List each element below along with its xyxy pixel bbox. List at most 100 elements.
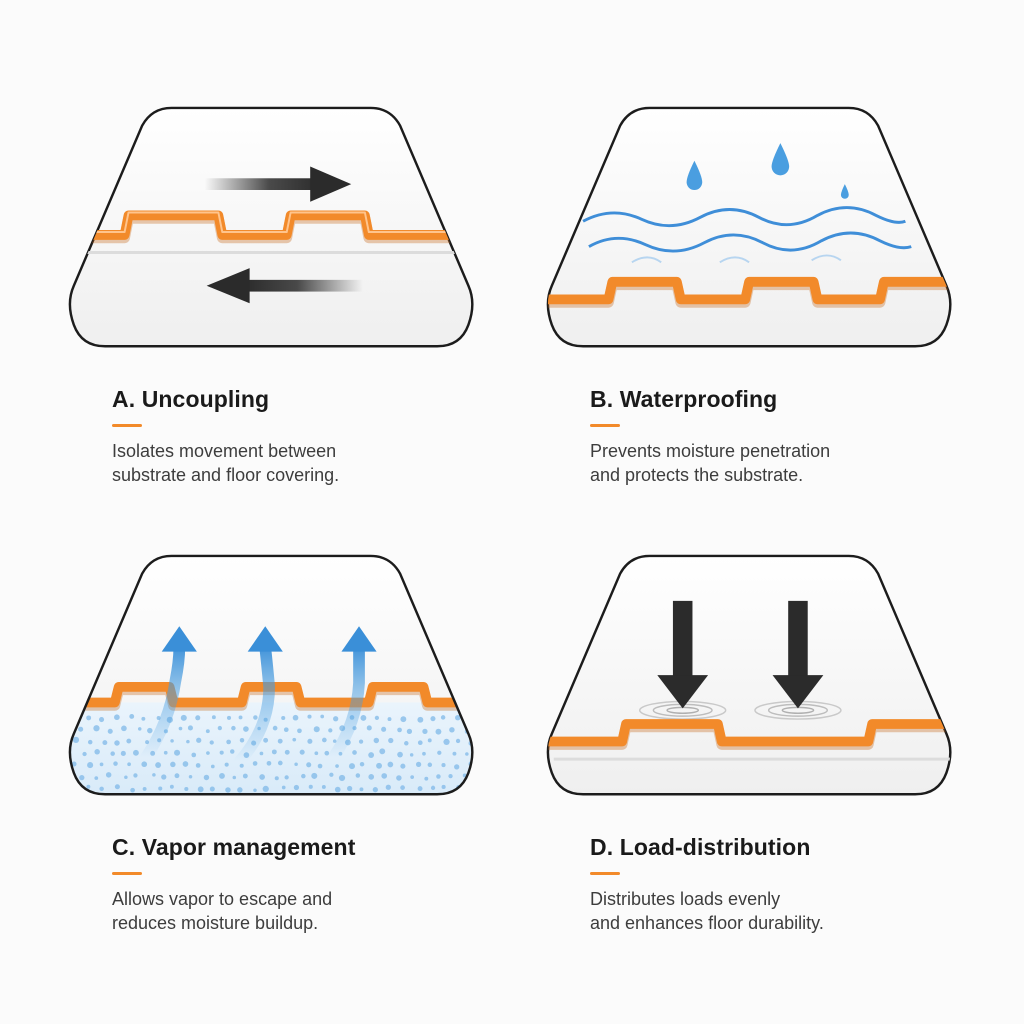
substrate-dot — [443, 738, 450, 746]
substrate-dot — [441, 763, 446, 768]
substrate-dot — [113, 761, 118, 766]
substrate-dot — [441, 784, 446, 790]
substrate-dot — [195, 715, 201, 721]
substrate-dot — [133, 749, 139, 756]
substrate-dot — [219, 772, 225, 779]
substrate-dot — [141, 716, 146, 721]
substrate-dot — [283, 727, 289, 733]
waterproofing-icon — [546, 106, 952, 348]
substrate-dot — [415, 761, 422, 768]
substrate-dot — [292, 737, 297, 742]
panel-uncoupling: A. Uncoupling Isolates movement between … — [66, 102, 486, 487]
substrate-dot — [126, 738, 132, 744]
substrate-dot — [211, 715, 216, 720]
substrate-dot — [358, 739, 364, 744]
substrate-dot — [180, 714, 187, 721]
substrate-dot — [197, 786, 204, 793]
load-arrow-icon — [657, 600, 709, 709]
load-arrow-icon — [772, 600, 824, 709]
substrate-dot — [308, 784, 313, 789]
substrate-dot — [238, 715, 243, 720]
substrate-dot — [381, 773, 388, 779]
panel-load-distribution: D. Load-distribution Distributes loads e… — [544, 550, 964, 935]
substrate-dot — [105, 772, 112, 778]
substrate-dot — [372, 787, 378, 793]
substrate-dot — [417, 786, 423, 792]
substrate-dot — [424, 776, 429, 781]
substrate-dot — [99, 762, 104, 767]
substrate-dot — [210, 764, 215, 769]
substrate-dot — [205, 729, 210, 734]
substrate-dot — [259, 751, 264, 756]
substrate-dot — [130, 787, 135, 793]
substrate-dot — [449, 727, 455, 733]
substrate-dot — [448, 773, 453, 779]
substrate-dot — [79, 774, 85, 781]
substrate-dot — [400, 763, 406, 769]
substrate-dot — [410, 775, 415, 779]
substrate-dot — [226, 739, 231, 745]
substrate-dot — [317, 763, 323, 769]
substrate-dot — [281, 785, 286, 790]
substrate-dot — [454, 764, 460, 770]
substrate-dot — [114, 714, 120, 721]
substrate-dot — [436, 774, 441, 779]
substrate-dot — [110, 751, 115, 756]
accent-rule — [590, 872, 620, 875]
substrate-dot — [71, 761, 77, 767]
substrate-dot — [406, 728, 413, 735]
substrate-dot — [409, 753, 414, 757]
substrate-dot — [186, 739, 190, 744]
substrate-dot — [479, 727, 485, 733]
substrate-dot — [385, 784, 391, 790]
substrate-dot — [368, 774, 375, 780]
substrate-dot — [259, 774, 265, 780]
panel-description: Isolates movement between substrate and … — [112, 441, 340, 485]
substrate-dot — [182, 761, 189, 767]
substrate-dot — [155, 762, 162, 769]
substrate-dot — [242, 773, 248, 779]
substrate-dot — [169, 784, 174, 789]
substrate-dot — [347, 785, 353, 792]
substrate-dot — [107, 728, 113, 734]
substrate-dot — [292, 714, 299, 721]
substrate-dot — [74, 716, 79, 721]
substrate-dot — [174, 749, 181, 756]
substrate-dot — [320, 714, 325, 719]
water-drop-icon — [771, 143, 790, 176]
substrate-dot — [277, 738, 283, 744]
substrate-dot — [72, 736, 80, 743]
substrate-dot — [225, 787, 231, 793]
substrate-dot — [163, 750, 168, 755]
substrate-dot — [359, 761, 365, 767]
substrate-dot — [430, 716, 436, 722]
substrate-dot — [224, 762, 229, 767]
load-distribution-icon — [546, 554, 952, 796]
substrate-dot — [467, 784, 473, 791]
substrate-dot — [137, 727, 142, 731]
substrate-dot — [102, 740, 108, 746]
substrate-dot — [170, 761, 176, 768]
substrate-dot — [381, 726, 387, 732]
panel-caption: B. Waterproofing Prevents moisture penet… — [590, 384, 964, 487]
substrate-dot — [82, 751, 87, 757]
substrate-dot — [422, 751, 426, 756]
substrate-dot — [170, 739, 174, 743]
accent-rule — [112, 424, 142, 427]
substrate-dot — [174, 773, 180, 779]
panel-title: C. Vapor management — [112, 834, 356, 860]
substrate-dot — [120, 750, 126, 756]
substrate-dot — [373, 737, 380, 744]
substrate-dot — [99, 717, 105, 723]
substrate-dot — [209, 786, 215, 792]
accent-rule — [590, 424, 620, 427]
substrate-dot — [452, 751, 457, 756]
substrate-dot — [348, 763, 356, 770]
substrate-dot — [465, 752, 469, 756]
substrate-dot — [72, 784, 79, 790]
substrate-dot — [86, 715, 92, 721]
substrate-dot — [121, 725, 127, 732]
substrate-dot — [284, 775, 289, 780]
substrate-dot — [129, 713, 135, 719]
substrate-dot — [274, 776, 279, 781]
